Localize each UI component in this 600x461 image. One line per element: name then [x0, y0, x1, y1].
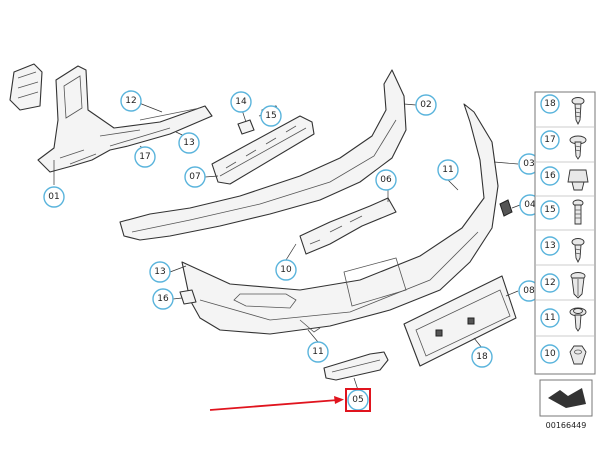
part-03-bumper-panel	[181, 103, 499, 335]
flange-screw-icon	[569, 135, 587, 160]
callout-07[interactable]: 07	[184, 166, 206, 188]
hw-11[interactable]: 11	[540, 307, 587, 332]
hw-12[interactable]: 12	[540, 272, 586, 299]
svg-text:16: 16	[544, 171, 556, 181]
svg-text:08: 08	[523, 286, 535, 296]
part-06-center-bracket	[299, 197, 397, 255]
svg-text:12: 12	[544, 278, 555, 288]
hw-13[interactable]: 13	[540, 236, 585, 264]
svg-text:12: 12	[125, 96, 136, 106]
svg-text:04: 04	[524, 200, 536, 210]
svg-text:17: 17	[139, 152, 150, 162]
leader-lines	[53, 102, 521, 391]
hw-17[interactable]: 17	[540, 130, 587, 160]
svg-text:05: 05	[352, 395, 363, 405]
callout-12[interactable]: 12	[120, 90, 142, 112]
callout-16[interactable]: 16	[152, 288, 174, 310]
screw-icon	[571, 97, 585, 126]
part-14-clip	[237, 119, 255, 135]
callout-13[interactable]: 13	[149, 261, 171, 283]
hw-15[interactable]: 15	[540, 199, 584, 225]
callout-18[interactable]: 18	[471, 346, 493, 368]
callout-02[interactable]: 02	[415, 94, 437, 116]
svg-text:03: 03	[523, 159, 534, 169]
callouts: 01 12 13 17 14 15 07 02 11 03 06 04 10 1…	[43, 90, 541, 411]
callout-11[interactable]: 11	[437, 159, 459, 181]
bolt-icon	[572, 199, 584, 225]
hardware-panel: 18 17 16 15 13 12 11	[534, 91, 596, 430]
hex-nut-icon	[569, 345, 587, 365]
hw-10[interactable]: 10	[540, 344, 587, 365]
svg-text:11: 11	[312, 347, 323, 357]
svg-text:18: 18	[476, 352, 488, 362]
clip-nut-icon	[567, 169, 589, 191]
svg-text:11: 11	[544, 313, 555, 323]
arrow-head-icon	[334, 396, 344, 404]
part-01-bracket	[9, 63, 213, 173]
svg-text:15: 15	[544, 205, 555, 215]
svg-text:11: 11	[442, 165, 453, 175]
svg-text:13: 13	[154, 267, 165, 277]
svg-text:15: 15	[265, 111, 276, 121]
catalog-number: 00166449	[546, 421, 587, 430]
callout-06[interactable]: 06	[375, 169, 397, 191]
callout-11[interactable]: 11	[307, 341, 329, 363]
part-04-clip	[499, 199, 513, 217]
svg-text:10: 10	[544, 349, 556, 359]
callout-15[interactable]: 15	[260, 105, 282, 127]
callout-01[interactable]: 01	[43, 186, 65, 208]
svg-text:16: 16	[157, 294, 169, 304]
svg-text:02: 02	[420, 100, 431, 110]
part-08-plate-bracket	[403, 275, 517, 367]
callout-17[interactable]: 17	[134, 146, 156, 168]
callout-05[interactable]: 05	[347, 389, 369, 411]
svg-text:13: 13	[544, 241, 555, 251]
expanding-rivet-icon	[570, 272, 586, 299]
svg-text:07: 07	[189, 172, 200, 182]
svg-text:10: 10	[280, 265, 292, 275]
callout-14[interactable]: 14	[230, 91, 252, 113]
highlight-marker	[209, 388, 371, 412]
washer-screw-icon	[569, 307, 587, 332]
part-07-guide-rail	[211, 115, 315, 185]
catalog-symbol-icon	[548, 388, 586, 408]
hw-16[interactable]: 16	[540, 166, 589, 191]
svg-text:06: 06	[380, 175, 392, 185]
svg-text:01: 01	[48, 192, 59, 202]
callout-13[interactable]: 13	[178, 132, 200, 154]
part-16-clip	[179, 289, 197, 305]
hw-18[interactable]: 18	[540, 94, 585, 126]
svg-text:14: 14	[235, 97, 247, 107]
part-05-reflector	[323, 351, 389, 381]
screw-icon	[571, 238, 585, 264]
svg-text:18: 18	[544, 99, 556, 109]
svg-text:13: 13	[183, 138, 194, 148]
part-02-upper-cover	[119, 69, 407, 241]
callout-10[interactable]: 10	[275, 259, 297, 281]
svg-text:17: 17	[544, 135, 555, 145]
